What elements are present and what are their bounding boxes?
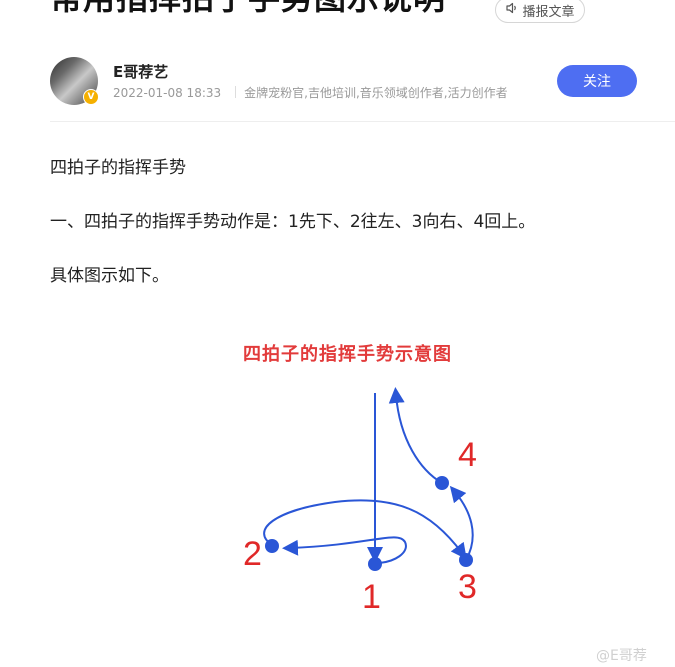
listen-article-button[interactable]: 播报文章 [495, 0, 585, 23]
stroke-beat-3 [263, 499, 467, 560]
paragraph-intro: 具体图示如下。 [50, 266, 169, 286]
stroke-return [388, 387, 443, 484]
speaker-icon [505, 1, 519, 19]
paragraph-description: 一、四拍子的指挥手势动作是：1先下、2往左、3向右、4回上。 [50, 212, 536, 232]
image-watermark: @E哥荐 [596, 648, 647, 664]
publish-date: 2022-01-08 18:33 [113, 86, 222, 100]
follow-button[interactable]: 关注 [557, 65, 637, 97]
listen-label: 播报文章 [522, 4, 575, 20]
beat-label-3: 3 [458, 568, 477, 606]
conducting-diagram [263, 387, 474, 571]
meta-divider [235, 86, 237, 98]
stroke-beat-4 [449, 485, 474, 561]
header-divider [50, 121, 675, 122]
paragraph-heading: 四拍子的指挥手势 [50, 158, 186, 178]
article-title: 常用指挥拍子手势图示说明 [50, 0, 446, 18]
beat-label-1: 1 [362, 578, 381, 616]
beat-dot-3 [459, 553, 473, 567]
verified-badge-icon: V [83, 89, 99, 105]
author-tags: 金牌宠粉官,吉他培训,音乐领域创作者,活力创作者 [244, 86, 508, 100]
figure-title: 四拍子的指挥手势示意图 [243, 344, 452, 365]
beat-dot-2 [265, 539, 279, 553]
author-name[interactable]: E哥荐艺 [113, 63, 169, 81]
stroke-beat-2 [282, 536, 407, 564]
beat-dot-1 [368, 557, 382, 571]
beat-label-4: 4 [458, 436, 477, 474]
beat-dot-4 [435, 476, 449, 490]
beat-label-2: 2 [243, 535, 262, 573]
author-meta: 2022-01-08 18:33 金牌宠粉官,吉他培训,音乐领域创作者,活力创作者 [113, 84, 508, 101]
